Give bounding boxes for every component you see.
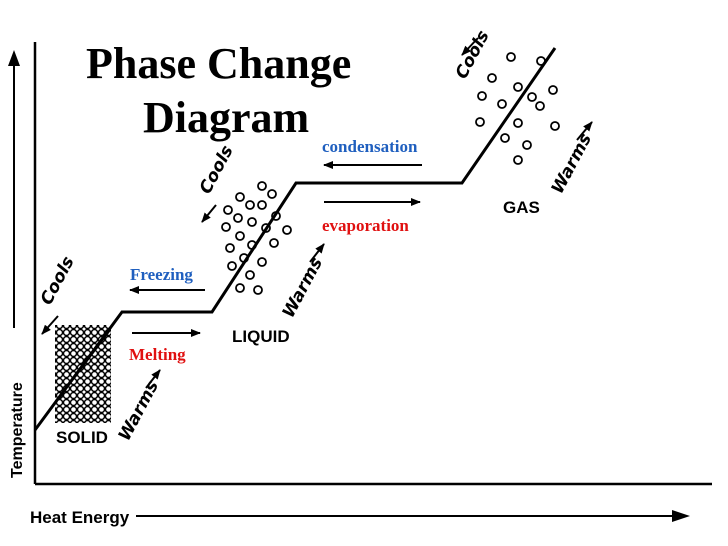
gas-particles bbox=[475, 52, 560, 165]
y-axis-label: Temperature bbox=[9, 382, 26, 478]
solid-label: SOLID bbox=[56, 428, 108, 447]
warms-slope-1: Warms bbox=[115, 369, 163, 444]
cools-label-3: Cools bbox=[452, 27, 494, 82]
liquid-particles bbox=[221, 181, 292, 295]
cools-label-2: Cools bbox=[196, 142, 238, 197]
x-axis-label: Heat Energy bbox=[30, 508, 130, 527]
warms-slope-2: Warms bbox=[279, 243, 327, 321]
heating-curve bbox=[33, 47, 557, 431]
evaporation-label: evaporation bbox=[322, 216, 409, 235]
cools-slope-1: Cools bbox=[37, 253, 79, 335]
cools-slope-3: Cools bbox=[452, 27, 494, 82]
y-axis-arrowhead bbox=[8, 50, 20, 66]
warms-label-2: Warms bbox=[279, 254, 327, 321]
title-line-1: Phase Change bbox=[86, 39, 352, 88]
warms-label-3: Warms bbox=[548, 130, 596, 197]
liquid-label: LIQUID bbox=[232, 327, 290, 346]
condensation-label: condensation bbox=[322, 137, 418, 156]
warms-slope-3: Warms bbox=[548, 121, 596, 197]
x-axis-arrowhead bbox=[672, 510, 690, 522]
freezing-label: Freezing bbox=[130, 265, 193, 284]
cools-label-1: Cools bbox=[37, 253, 79, 308]
melting-label: Melting bbox=[129, 345, 186, 364]
warms-label-1: Warms bbox=[115, 377, 163, 444]
gas-label: GAS bbox=[503, 198, 540, 217]
title-line-2: Diagram bbox=[143, 93, 310, 142]
solid-curve-overlap bbox=[55, 329, 111, 403]
